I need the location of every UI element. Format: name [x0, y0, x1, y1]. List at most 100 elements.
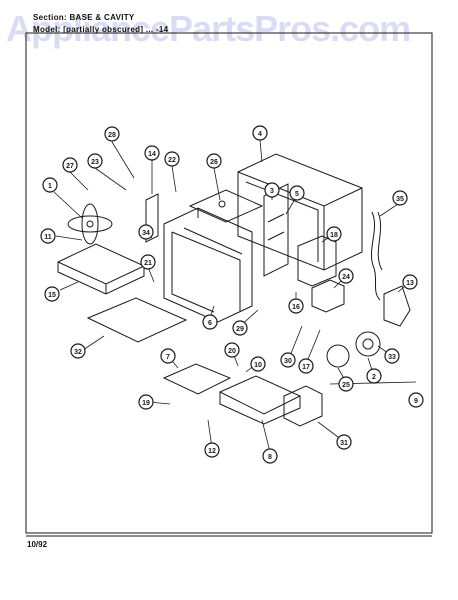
- callout-23: 23: [87, 153, 103, 169]
- section-title: Section: BASE & CAVITY: [33, 13, 135, 22]
- callout-circle: [40, 228, 56, 244]
- callout-14: 14: [144, 145, 160, 161]
- callout-number: 28: [108, 132, 116, 139]
- callout-number: 8: [268, 454, 272, 461]
- callout-34: 34: [138, 224, 154, 240]
- callout-32: 32: [70, 343, 86, 359]
- callout-circle: [140, 254, 156, 270]
- transformer-top: [311, 279, 345, 313]
- callout-22: 22: [164, 151, 180, 167]
- callout-circle: [206, 153, 222, 169]
- callout-circle: [288, 298, 304, 314]
- callout-number: 9: [414, 398, 418, 405]
- callout-26: 26: [206, 153, 222, 169]
- callout-circle: [392, 190, 408, 206]
- callout-number: 11: [44, 234, 52, 241]
- callout-circle: [202, 314, 218, 330]
- model-line: Model: [partially obscured] ... -14: [33, 25, 169, 34]
- callout-circle: [338, 376, 354, 392]
- callout-13: 13: [402, 274, 418, 290]
- callout-number: 32: [74, 349, 82, 356]
- callout-circle: [326, 226, 342, 242]
- callout-circle: [160, 348, 176, 364]
- callout-circle: [338, 268, 354, 284]
- callout-number: 21: [144, 260, 152, 267]
- motor-bracket: [383, 285, 411, 327]
- callout-circle: [204, 442, 220, 458]
- callout-number: 35: [396, 196, 404, 203]
- callout-29: 29: [232, 320, 248, 336]
- callout-circle: [138, 224, 154, 240]
- callout-number: 10: [254, 362, 262, 369]
- callout-number: 23: [91, 159, 99, 166]
- callout-35: 35: [392, 190, 408, 206]
- callout-1: 1: [42, 177, 58, 193]
- callout-number: 33: [388, 354, 396, 361]
- callout-number: 19: [142, 400, 150, 407]
- callout-21: 21: [140, 254, 156, 270]
- callout-circle: [70, 343, 86, 359]
- callout-circle: [408, 392, 424, 408]
- callout-circle: [138, 394, 154, 410]
- wire-harness: [370, 211, 381, 301]
- callout-circle: [104, 126, 120, 142]
- bottom-panel: [86, 297, 188, 343]
- callout-3: 3: [264, 182, 280, 198]
- callout-number: 31: [340, 440, 348, 447]
- callout-8: 8: [262, 448, 278, 464]
- callout-33: 33: [384, 348, 400, 364]
- callout-circle: [280, 352, 296, 368]
- callout-circle: [336, 434, 352, 450]
- callout-circle: [289, 185, 305, 201]
- callout-number: 22: [168, 157, 176, 164]
- front-frame: [163, 207, 253, 323]
- blower-duct: [297, 235, 337, 287]
- callout-18: 18: [326, 226, 342, 242]
- fan-motor: [326, 344, 350, 368]
- callout-17: 17: [298, 358, 314, 374]
- callout-19: 19: [138, 394, 154, 410]
- base-tray: [57, 243, 145, 295]
- callout-circle: [264, 182, 280, 198]
- callout-15: 15: [44, 286, 60, 302]
- callout-number: 13: [406, 280, 414, 287]
- waveguide: [263, 183, 289, 277]
- callout-number: 27: [66, 163, 74, 170]
- callout-31: 31: [336, 434, 352, 450]
- fan-blade: [67, 203, 113, 245]
- callout-circle: [164, 151, 180, 167]
- callout-number: 26: [210, 159, 218, 166]
- base-plate: [218, 375, 302, 415]
- callout-number: 14: [148, 151, 156, 158]
- leader-lines: [53, 139, 417, 453]
- callout-11: 11: [40, 228, 56, 244]
- motor-gear: [355, 331, 381, 357]
- callout-9: 9: [408, 392, 424, 408]
- switch-bracket: [162, 363, 232, 395]
- callout-6: 6: [202, 314, 218, 330]
- callout-12: 12: [204, 442, 220, 458]
- callout-number: 3: [270, 188, 274, 195]
- callout-4: 4: [252, 125, 268, 141]
- callout-circle: [262, 448, 278, 464]
- callout-number: 1: [48, 183, 52, 190]
- callout-number: 6: [208, 320, 212, 327]
- callout-circle: [144, 145, 160, 161]
- cavity-housing: [237, 153, 363, 271]
- callout-10: 10: [250, 356, 266, 372]
- watermark: AppliancePartsPros.com: [6, 8, 411, 49]
- callout-7: 7: [160, 348, 176, 364]
- hv-transformer: [283, 385, 323, 427]
- callout-25: 25: [338, 376, 354, 392]
- callout-number: 29: [236, 326, 244, 333]
- callout-circle: [252, 125, 268, 141]
- callout-number: 2: [372, 374, 376, 381]
- callout-circle: [232, 320, 248, 336]
- callout-16: 16: [288, 298, 304, 314]
- callout-number: 15: [48, 292, 56, 299]
- callout-number: 12: [208, 448, 216, 455]
- callout-number: 17: [302, 364, 310, 371]
- callout-number: 25: [342, 382, 350, 389]
